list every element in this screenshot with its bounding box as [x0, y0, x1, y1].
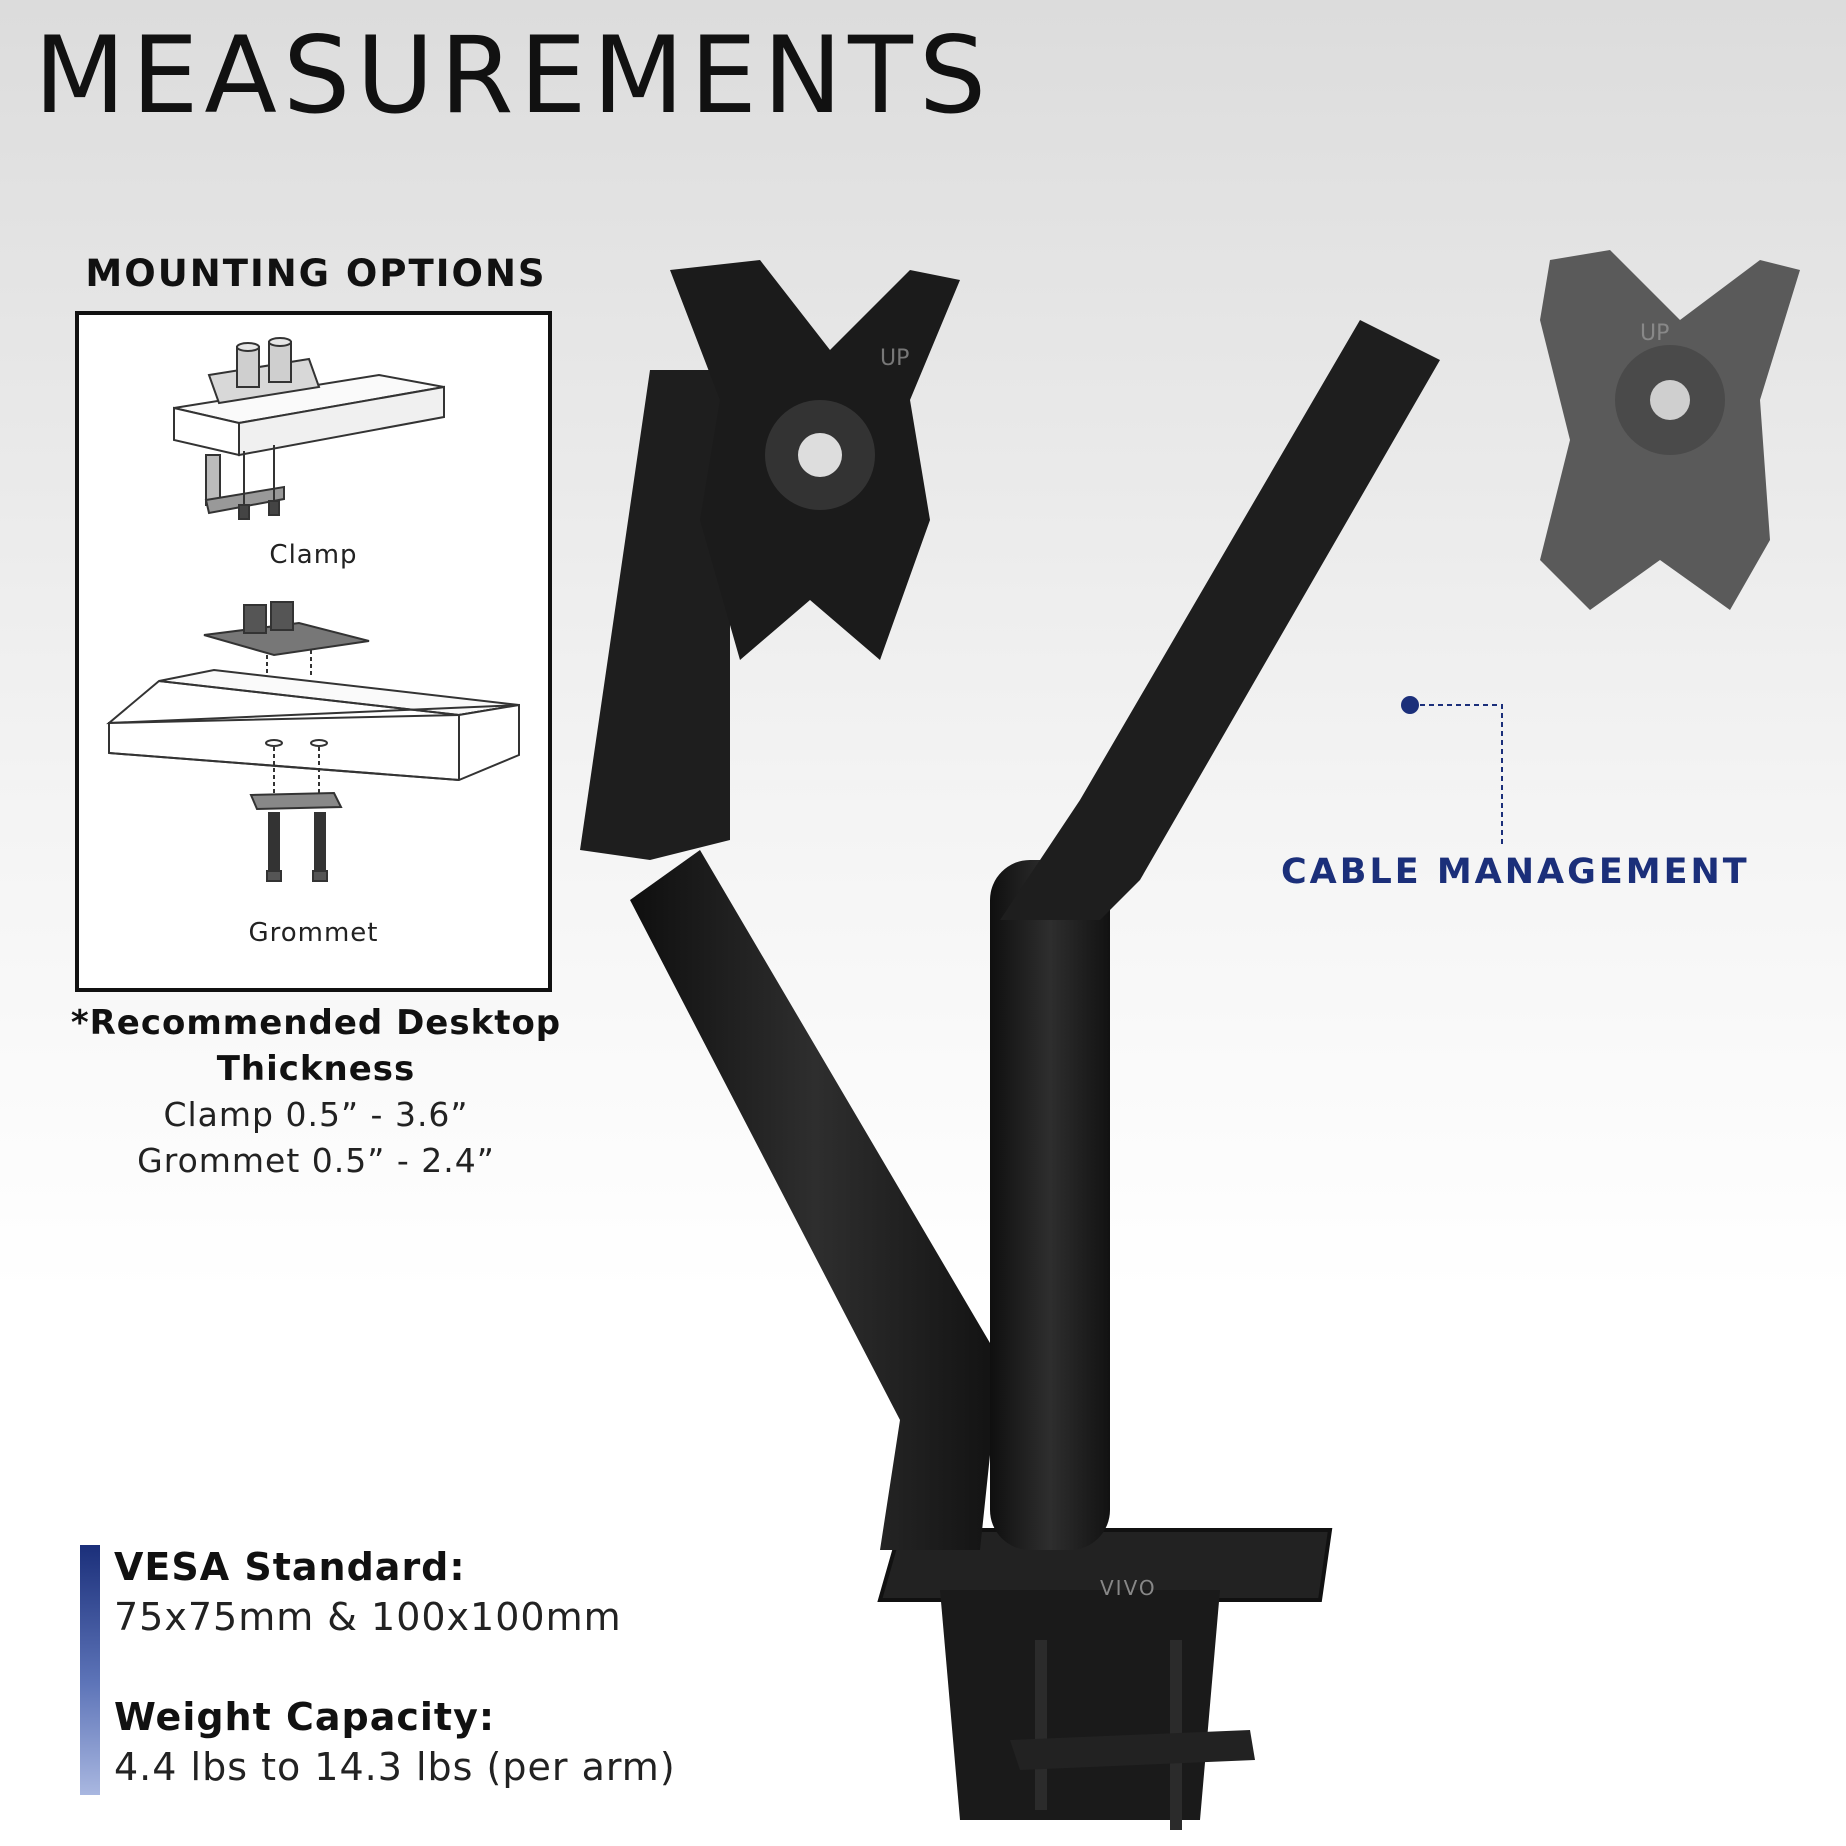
- vesa-spec: VESA Standard: 75x75mm & 100x100mm: [114, 1545, 622, 1639]
- cable-management-dot: [1401, 696, 1419, 714]
- left-plate-up-marking: UP: [880, 346, 909, 371]
- mounting-options-heading: MOUNTING OPTIONS: [85, 252, 547, 295]
- grommet-thickness: Grommet 0.5” - 2.4”: [137, 1141, 495, 1180]
- base-plate: [877, 1528, 1333, 1602]
- grommet-illustration: [106, 601, 520, 882]
- weight-spec-value: 4.4 lbs to 14.3 lbs (per arm): [114, 1745, 676, 1789]
- weight-spec-label: Weight Capacity:: [114, 1695, 496, 1739]
- left-arm-upper: [580, 370, 730, 860]
- cable-management-line: [1420, 704, 1503, 845]
- left-vesa-knob: [798, 433, 842, 477]
- recommended-thickness-note: *Recommended Desktop Thickness Clamp 0.5…: [66, 1000, 566, 1184]
- cable-management-label: CABLE MANAGEMENT: [1281, 852, 1750, 892]
- clamp-screw-left: [1035, 1640, 1047, 1810]
- recommended-title: *Recommended Desktop: [70, 1003, 562, 1043]
- left-arm-lower: [630, 850, 1000, 1550]
- vesa-spec-label: VESA Standard:: [114, 1545, 466, 1589]
- right-arm-upper: [1000, 320, 1440, 920]
- specs-accent-bar: [80, 1545, 100, 1795]
- clamp-illustration: [173, 337, 445, 520]
- clamp-thickness: Clamp 0.5” - 3.6”: [163, 1095, 469, 1134]
- grommet-label: Grommet: [248, 918, 379, 948]
- dual-monitor-arm-image: UP UP VIVO: [580, 250, 1800, 1830]
- right-arm-pole: [990, 860, 1110, 1550]
- weight-spec: Weight Capacity: 4.4 lbs to 14.3 lbs (pe…: [114, 1695, 676, 1789]
- mounting-options-box: Clamp Grommet: [75, 311, 552, 992]
- right-plate-up-marking: UP: [1640, 321, 1669, 346]
- brand-logo: VIVO: [1100, 1576, 1157, 1600]
- page-title: MEASUREMENTS: [34, 14, 993, 137]
- mounting-illustrations: [106, 337, 520, 882]
- clamp-plate: [1010, 1730, 1255, 1770]
- recommended-title-2: Thickness: [216, 1049, 416, 1089]
- clamp-label: Clamp: [269, 540, 358, 570]
- right-vesa-knob: [1650, 380, 1690, 420]
- vesa-spec-value: 75x75mm & 100x100mm: [114, 1595, 622, 1639]
